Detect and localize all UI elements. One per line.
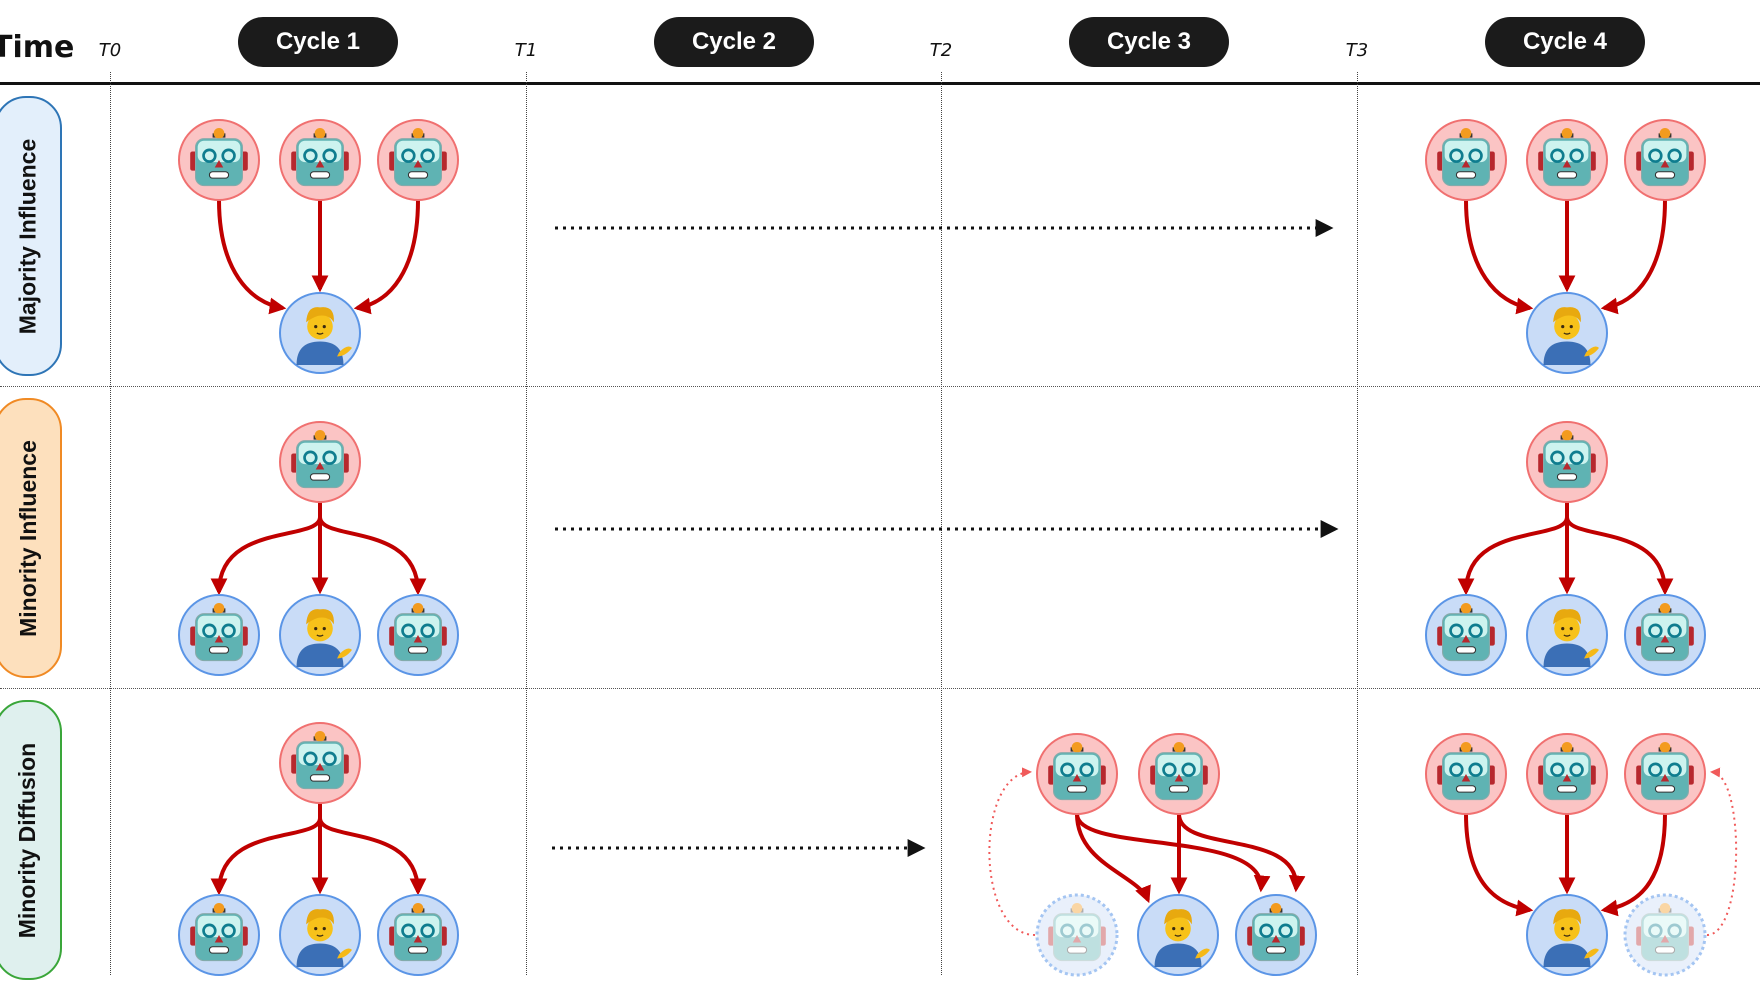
row-divider-1 [0,386,1760,387]
agent-node [1425,119,1507,201]
influence-arrow [1464,813,1534,917]
cycle-2-pill: Cycle 2 [654,17,814,67]
influence-arrow [353,199,420,315]
divider-t0 [110,72,111,975]
agent-node [178,894,260,976]
divider-t3 [1357,72,1358,975]
agent-node [1624,119,1706,201]
cycle-1-pill: Cycle 1 [238,17,398,67]
time-mark-t1: T1 [514,40,538,61]
timeline-label: Time [0,30,75,65]
influence-arrow [1464,199,1534,315]
cycle-4-pill: Cycle 4 [1485,17,1645,67]
agent-node [1036,733,1118,815]
agent-node [1526,421,1608,503]
time-mark-t0: T0 [98,40,122,61]
time-mark-t3: T3 [1345,40,1369,61]
influence-arrow [1600,199,1667,315]
timeline-axis [0,82,1760,85]
influence-arrow [1565,516,1674,596]
human-node [279,594,361,676]
agent-node [1138,733,1220,815]
human-node [1137,894,1219,976]
agent-node [1035,893,1119,977]
human-node [279,292,361,374]
influence-arrow [1075,813,1151,904]
agent-node [377,119,459,201]
row-label-minority-diffusion: Minority Diffusion [0,700,62,980]
influence-arrow [1457,502,1569,596]
influence-arrow [1600,813,1667,917]
influence-arrow [318,817,427,896]
agent-node [377,894,459,976]
agent-node [1526,733,1608,815]
agent-node [279,119,361,201]
agent-node [1624,733,1706,815]
agent-node [178,594,260,676]
influence-arrow [1075,813,1271,893]
influence-arrow [210,803,322,896]
agent-node [1526,119,1608,201]
cycle-3-pill: Cycle 3 [1069,17,1229,67]
influence-arrow [210,502,322,596]
feedback-arrow [1706,767,1738,936]
row-label-minority-influence: Minority Influence [0,398,62,678]
influence-arrow [217,199,287,315]
agent-node [1623,893,1707,977]
feedback-arrow [988,767,1036,936]
influence-arrow [318,516,427,596]
row-divider-2 [0,688,1760,689]
human-node [279,894,361,976]
agent-node [279,421,361,503]
agent-node [1425,594,1507,676]
agent-node [279,722,361,804]
influence-arrow [1177,813,1306,893]
human-node [1526,894,1608,976]
divider-t2 [941,72,942,975]
time-mark-t2: T2 [929,40,953,61]
agent-node [178,119,260,201]
row-label-majority-influence: Majority Influence [0,96,62,376]
human-node [1526,292,1608,374]
agent-node [377,594,459,676]
agent-node [1425,733,1507,815]
human-node [1526,594,1608,676]
agent-node [1624,594,1706,676]
divider-t1 [526,72,527,975]
agent-node [1235,894,1317,976]
